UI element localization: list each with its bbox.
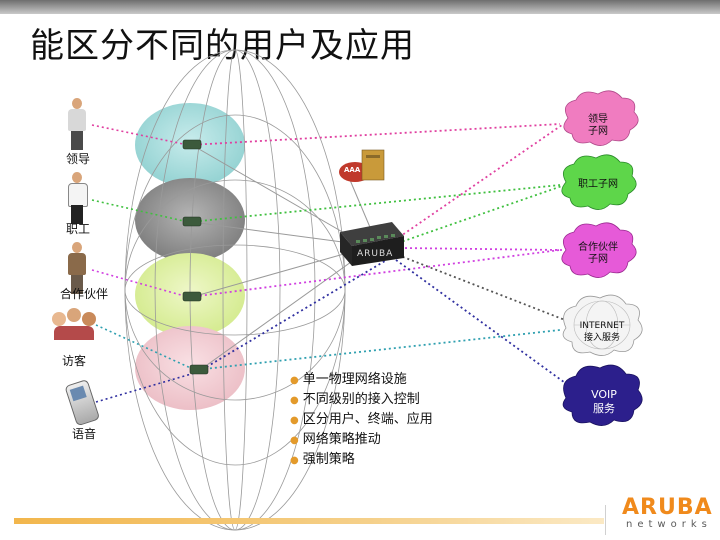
bullet-icon: ● (290, 455, 299, 466)
bullet-icon: ● (290, 435, 299, 446)
aruba-logo: ARUBA (622, 495, 713, 520)
user-label-guest: 访客 (62, 354, 87, 368)
cloud-label-voip: VOIP 服务 (591, 388, 617, 415)
cloud-label-internet: INTERNET 接入服务 (579, 321, 625, 343)
leader-person-icon (64, 98, 90, 150)
cloud-internet (562, 294, 643, 356)
ap-uplinks (191, 144, 373, 371)
aruba-switch (340, 222, 404, 266)
cloud-label-partner: 合作伙伴 子网 (578, 242, 618, 265)
cloud-leader-subnet (563, 90, 639, 146)
guest-group-icon (52, 308, 96, 342)
cloud-voip (562, 364, 643, 426)
top-bar (0, 0, 720, 14)
footer-bar (14, 518, 604, 524)
user-links (91, 124, 199, 403)
switch-links (394, 124, 569, 386)
cloud-staff-subnet (561, 154, 637, 210)
wireframe-globe (124, 49, 346, 531)
user-label-voice: 语音 (72, 427, 97, 441)
user-label-staff: 职工 (66, 222, 91, 236)
bullet-icon: ● (290, 395, 299, 406)
cloud-label-leader: 领导 子网 (588, 114, 608, 137)
bullet-icon: ● (290, 375, 299, 386)
aaa-server (339, 149, 385, 182)
user-label-leader: 领导 (66, 152, 91, 166)
cloud-partner-subnet (561, 222, 637, 278)
service-links (189, 123, 561, 373)
bullet-icon: ● (290, 415, 299, 426)
cloud-label-staff: 职工子网 (578, 179, 618, 190)
feature-list: ●单一物理网络设施 ●不同级别的接入控制 ●区分用户、终端、应用 ●网络策略推动… (290, 370, 433, 470)
list-item: ●强制策略 (290, 452, 355, 467)
list-item: ●网络策略推动 (290, 432, 381, 447)
switch-label: ARUBA (357, 249, 394, 259)
user-label-partner: 合作伙伴 (60, 287, 109, 301)
list-item: ●区分用户、终端、应用 (290, 412, 433, 427)
page-title: 能区分不同的用户及应用 (30, 26, 415, 66)
partner-person-icon (64, 242, 90, 294)
access-points (182, 139, 209, 375)
staff-person-icon (64, 172, 90, 224)
list-item: ●单一物理网络设施 (290, 372, 407, 387)
footer-divider (605, 505, 606, 535)
aaa-label: AAA (344, 166, 361, 174)
list-item: ●不同级别的接入控制 (290, 392, 420, 407)
aruba-logo-subtitle: networks (626, 519, 712, 530)
